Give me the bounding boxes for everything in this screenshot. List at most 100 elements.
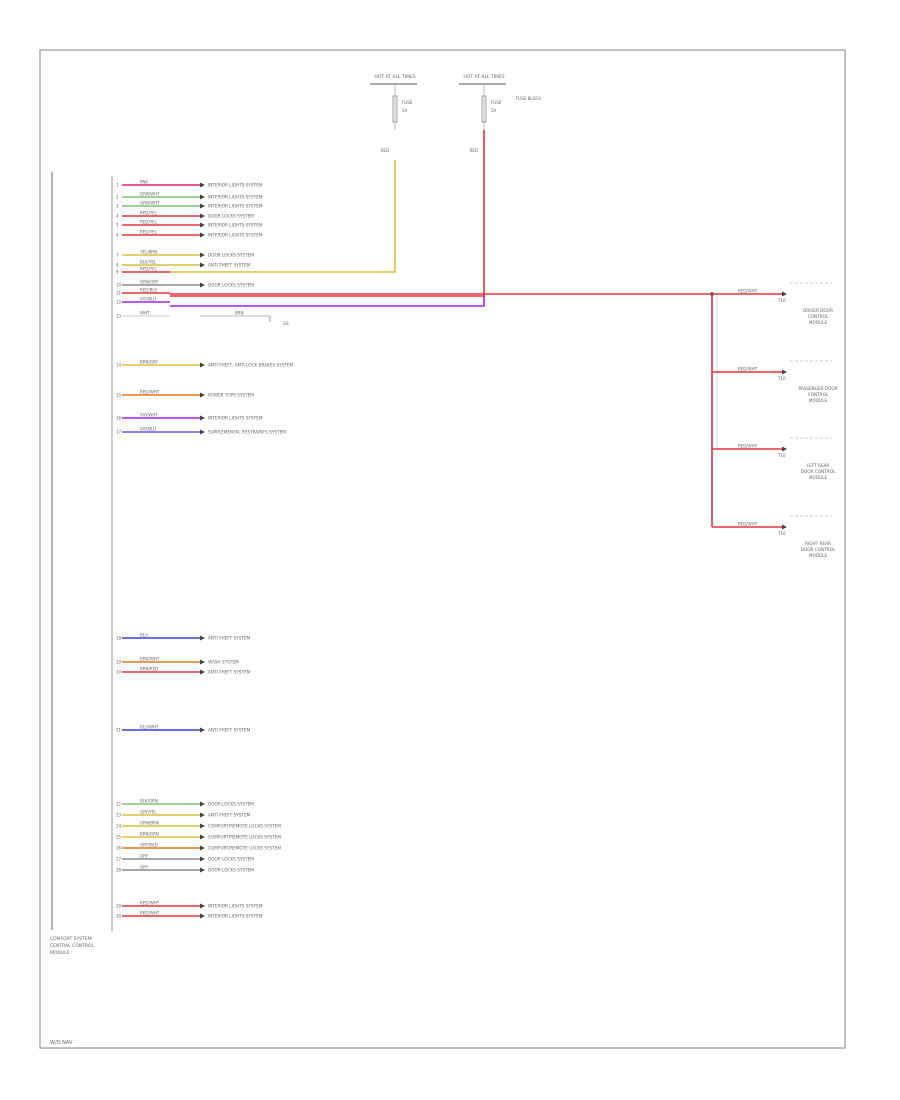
pin-destination: ANTI-THEFT, ANTI-LOCK BRAKES SYSTEM	[208, 363, 294, 368]
pin-number: 17	[116, 430, 122, 435]
pin-number: 28	[116, 868, 122, 873]
pin-destination: SUPPLEMENTAL RESTRAINTS SYSTEM	[208, 430, 286, 435]
fuse-label: FUSE	[491, 100, 502, 105]
fuse-wire-label: RED	[381, 148, 389, 153]
pin-wire-color: RED/YEL	[140, 230, 158, 235]
pin-wire-color: GRN/WHT	[140, 201, 160, 206]
pin-number: 2	[116, 195, 119, 200]
pin-number: 12	[116, 300, 122, 305]
fuse-symbol	[481, 95, 487, 123]
pin-number: 26	[116, 846, 122, 851]
pin-wire-color: VIO/BLU	[140, 297, 156, 302]
door-module-wire-color: RED/WHT	[738, 289, 758, 294]
door-module-wire-color: RED/WHT	[738, 444, 758, 449]
pin-destination: DOOR LOCKS SYSTEM	[208, 802, 254, 807]
pin-number: 6	[116, 233, 119, 238]
door-module-pin: T10	[777, 453, 786, 458]
diagram-frame	[39, 49, 846, 1049]
pin-wire-color: RED/WHT	[140, 911, 160, 916]
pin-wire-color: BRN/WHT	[140, 657, 160, 662]
pin-arrow	[200, 801, 205, 807]
pin-wire-color: GRY/RED	[140, 843, 158, 848]
pin-arrow	[200, 182, 205, 188]
pin-wire-color: BRN/GRN	[140, 832, 159, 837]
door-module-label: RIGHT REAR	[805, 541, 831, 546]
fuse-top-label: HOT AT ALL TIMES	[463, 74, 504, 80]
pin-destination: INTERIOR LIGHTS SYSTEM	[208, 223, 263, 228]
footer-label: W/O NAV	[50, 1040, 73, 1046]
door-module-label: DOOR CONTROL	[801, 469, 836, 474]
pin-destination: COMFORT/REMOTE LOCKS SYSTEM	[208, 846, 281, 851]
pin-number: 19	[116, 660, 122, 665]
pin-wire-color: RED/WHT	[140, 901, 160, 906]
pin-arrow	[200, 213, 205, 219]
pin-destination: POWER TOPS SYSTEM	[208, 393, 254, 398]
fuse-amp-label: 5A	[491, 108, 497, 113]
fuse-block-label: FUSE BLOCK	[516, 96, 541, 101]
pin-arrow	[200, 222, 205, 228]
door-module-arrow	[782, 369, 787, 375]
pin-wire-color: YEL/BRN	[139, 250, 157, 255]
door-module-label: CONTROL	[808, 314, 829, 319]
pin-wire-color: GRN/WHT	[140, 192, 160, 197]
pin-wire-color: RED/YEL	[140, 211, 158, 216]
pin-arrow	[200, 392, 205, 398]
pin-destination: DOOR LOCKS SYSTEM	[208, 857, 254, 862]
pin-destination: ANTI-THEFT SYSTEM	[208, 636, 251, 641]
pin-arrow	[200, 903, 205, 909]
fuse-wire-label: RED	[470, 148, 478, 153]
pin-arrow	[200, 282, 205, 288]
pin-wire-color: RED/BLU	[140, 288, 158, 293]
fuse-label: FUSE	[402, 100, 413, 105]
pin-wire-color: GRY	[140, 854, 149, 859]
pin-arrow	[200, 856, 205, 862]
pin-destination: COMFORT/REMOTE LOCKS SYSTEM	[208, 835, 281, 840]
pin-wire-color: BRN/GRY	[140, 360, 158, 365]
pin-number: 13	[116, 314, 122, 319]
pin-number: 7	[116, 253, 119, 258]
door-module-arrow	[782, 291, 787, 297]
door-module-arrow	[782, 446, 787, 452]
pin-wire-color: RED/YEL	[140, 220, 158, 225]
pin-number: 25	[116, 835, 122, 840]
pin-destination: ANTI-THEFT SYSTEM	[208, 263, 251, 268]
pin-destination: ANTI-THEFT SYSTEM	[208, 670, 251, 675]
pin-destination: INTERIOR LIGHTS SYSTEM	[208, 204, 263, 209]
pin-wire-color: RED/YEL	[140, 267, 158, 272]
pin-destination: WASH SYSTEM	[208, 660, 239, 665]
pin-arrow	[200, 913, 205, 919]
pin-number: 14	[116, 363, 122, 368]
pin-number: 18	[116, 636, 122, 641]
pin-number: 15	[116, 393, 122, 398]
pin-arrow	[200, 812, 205, 818]
pin-wire-color: RED/WHT	[140, 390, 160, 395]
pin-number: 5	[116, 223, 119, 228]
door-module-wire-color: RED/WHT	[738, 367, 758, 372]
pin-arrow	[200, 203, 205, 209]
pin-number: 24	[116, 824, 122, 829]
door-module-label: MODULE	[809, 553, 828, 558]
pin-arrow	[200, 362, 205, 368]
pin-wire-color: GRN/GRY	[140, 280, 159, 285]
door-module-label: DRIVER DOOR	[803, 308, 833, 313]
door-module-label: MODULE	[809, 475, 828, 480]
pin-wire-color: BRN/RED	[140, 667, 158, 672]
pin-destination: DOOR LOCKS SYSTEM	[208, 214, 254, 219]
pin-number: 27	[116, 857, 122, 862]
fuse-symbol	[392, 95, 398, 123]
pin-destination: INTERIOR LIGHTS SYSTEM	[208, 416, 263, 421]
door-module-label: MODULE	[809, 398, 828, 403]
pin-arrow	[200, 635, 205, 641]
pin-number: 30	[116, 914, 122, 919]
pin-arrow	[200, 834, 205, 840]
pin-arrow	[200, 232, 205, 238]
module-label: MODULE	[50, 950, 70, 956]
pin-arrow	[200, 867, 205, 873]
door-module-label: DOOR CONTROL	[801, 547, 836, 552]
pin-destination: INTERIOR LIGHTS SYSTEM	[208, 904, 263, 909]
